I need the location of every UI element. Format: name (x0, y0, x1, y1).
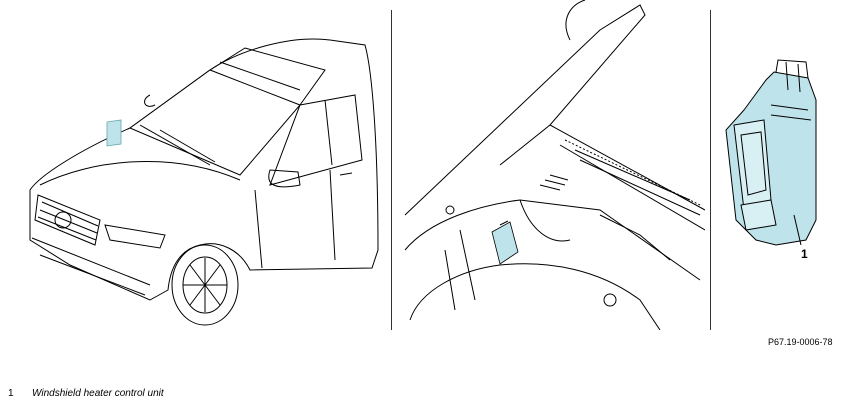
vehicle-overview-illustration (0, 0, 385, 340)
legend-number: 1 (8, 388, 14, 399)
legend-item: 1 Windshield heater control unit (8, 388, 164, 399)
panel-divider (391, 10, 392, 330)
control-unit-detail-illustration (716, 0, 841, 260)
panel-divider (710, 10, 711, 330)
engine-compartment-illustration (400, 0, 705, 330)
legend-text: Windshield heater control unit (32, 388, 164, 399)
reference-code: P67.19-0006-78 (768, 337, 833, 347)
callout-number-1: 1 (801, 247, 808, 261)
